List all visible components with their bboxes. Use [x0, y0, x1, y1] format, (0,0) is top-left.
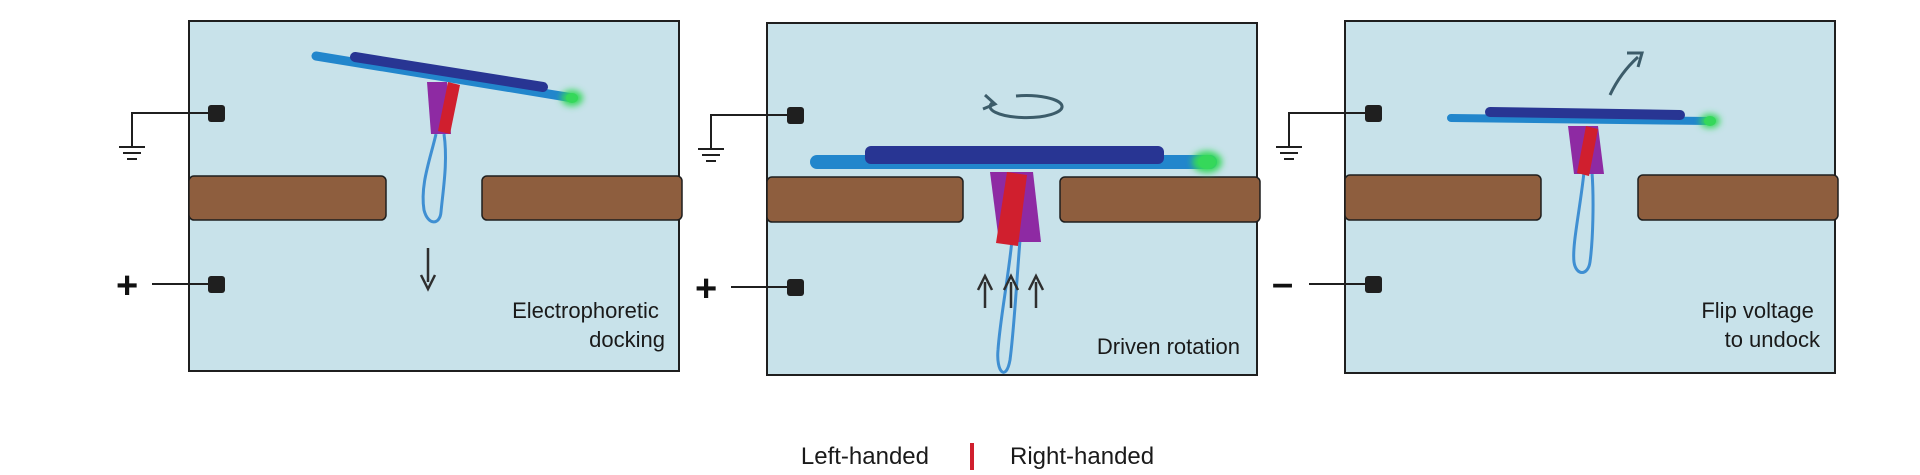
legend: Left-handed Right-handed	[801, 443, 1154, 470]
panel-label-line-1: Driven rotation	[1097, 334, 1240, 359]
arrow-up-icon	[1027, 273, 1045, 308]
bottom-electrode: –	[1272, 263, 1382, 305]
panel-label: Driven rotation	[1097, 334, 1240, 359]
rod-light	[311, 51, 578, 103]
panel-label: Electrophoretic docking	[512, 298, 665, 352]
arrow-up-icon	[1002, 273, 1020, 308]
release-arrow-icon	[1608, 51, 1644, 96]
membrane-right	[1059, 176, 1261, 223]
panel-label-line-1: Flip voltage	[1701, 298, 1814, 323]
dna-strand	[421, 133, 447, 224]
panel-electrophoretic-docking: + Electrophoretic docking	[116, 20, 683, 372]
electrode-icon	[1365, 276, 1382, 293]
wire	[131, 112, 216, 146]
fluorophore	[1704, 116, 1716, 126]
ground-symbol-icon	[119, 146, 145, 160]
rod-dark	[1485, 107, 1685, 120]
membrane-left	[188, 175, 387, 221]
electrode-icon	[1365, 105, 1382, 122]
panel-label-line-2: to undock	[1725, 327, 1821, 352]
panel-driven-rotation: + Driven rotation	[695, 22, 1261, 376]
legend-left-handed: Left-handed	[801, 443, 929, 470]
panel-label-line-1: Electrophoretic	[512, 298, 659, 323]
membrane-right	[1637, 174, 1839, 221]
top-electrode	[698, 107, 804, 162]
pore-right-handed-half	[1577, 126, 1598, 176]
ground-symbol-icon	[1276, 146, 1302, 160]
arrow-up-icon	[976, 273, 994, 308]
bottom-sign: +	[695, 268, 717, 310]
membrane-left	[1344, 174, 1542, 221]
wire	[710, 114, 795, 148]
rod-dark	[865, 146, 1164, 164]
membrane-right	[481, 175, 683, 221]
bottom-sign: –	[1272, 263, 1293, 305]
arrow-up-icon	[976, 273, 1045, 308]
rotor-rod	[1447, 107, 1720, 128]
protein-pore	[427, 82, 460, 134]
fluorophore	[566, 93, 578, 103]
ground-symbol-icon	[698, 148, 724, 162]
membrane-left	[766, 176, 964, 223]
rod-dark	[350, 52, 548, 92]
bottom-sign: +	[116, 265, 138, 307]
electrode-icon	[208, 105, 225, 122]
arrow-down-icon	[419, 248, 437, 292]
rotor-rod	[810, 146, 1222, 173]
wire	[1288, 112, 1373, 146]
pore-right-handed-half	[438, 82, 460, 134]
panel-label-line-2: docking	[589, 327, 665, 352]
rod-light	[1447, 114, 1714, 125]
electrode-icon	[787, 107, 804, 124]
protein-pore	[990, 172, 1041, 246]
electrode-icon	[787, 279, 804, 296]
rotation-arrow-icon	[982, 93, 1064, 120]
dna-strand	[996, 239, 1022, 374]
bottom-electrode: +	[116, 265, 225, 307]
legend-right-handed: Right-handed	[1010, 443, 1154, 470]
protein-pore	[1568, 126, 1604, 176]
dna-strand	[1572, 171, 1595, 274]
top-electrode	[1276, 105, 1382, 160]
rotor-rod	[311, 51, 583, 106]
panel-flip-voltage-undock: – Flip voltage to undock	[1272, 20, 1839, 374]
bottom-electrode: +	[695, 268, 804, 310]
pore-right-handed-half	[996, 172, 1027, 246]
panel-label: Flip voltage to undock	[1701, 298, 1821, 352]
top-electrode	[119, 105, 225, 160]
fluorophore	[1198, 155, 1216, 169]
electrode-icon	[208, 276, 225, 293]
